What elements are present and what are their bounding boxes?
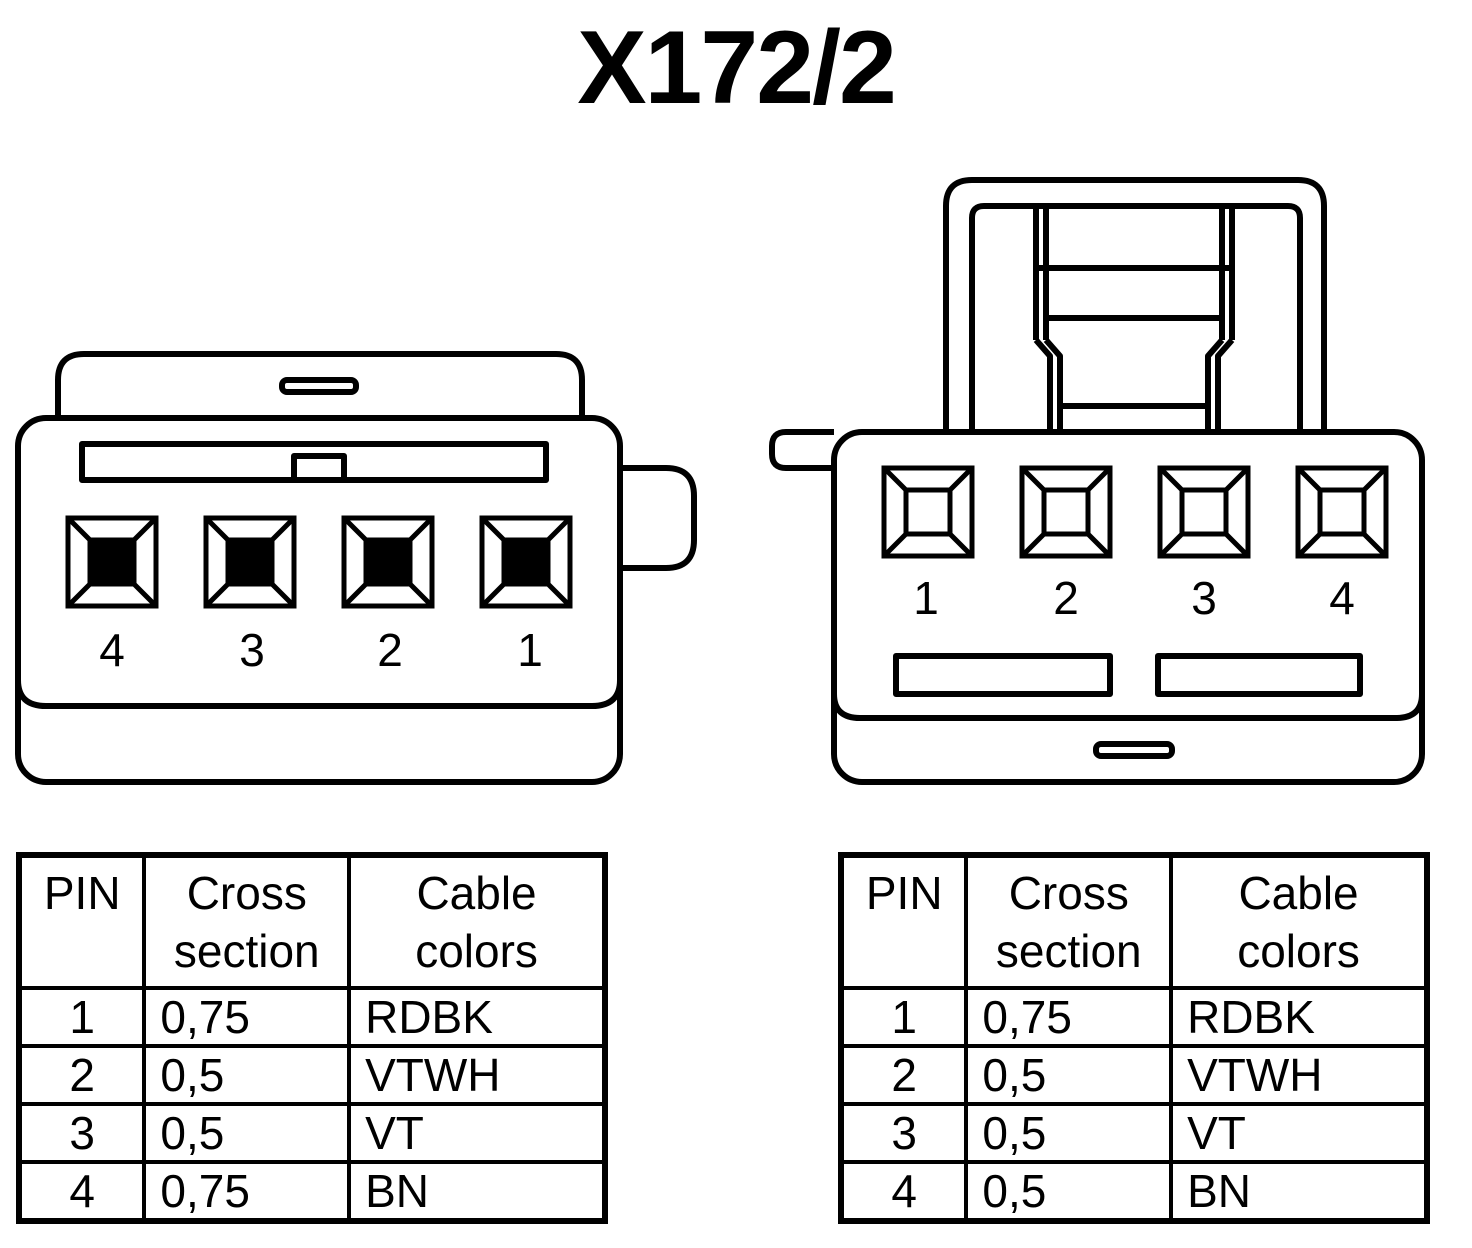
cell-cross-section: 0,75 — [142, 986, 352, 1048]
cell-pin: 4 — [838, 1160, 969, 1223]
table-row: 3 0,5 VT — [16, 1102, 607, 1164]
cell-pin: 2 — [838, 1044, 969, 1106]
right-pin-label: 1 — [913, 572, 939, 624]
cell-cable-color: VTWH — [347, 1044, 607, 1106]
right-body-inner — [831, 693, 1425, 721]
cell-cable-color: RDBK — [1169, 986, 1429, 1048]
right-pin-label: 3 — [1191, 572, 1217, 624]
table-row: 1 0,75 RDBK — [838, 986, 1429, 1048]
right-contact-4 — [1295, 465, 1389, 559]
cell-pin: 1 — [16, 986, 147, 1048]
left-body-inner — [15, 679, 623, 709]
left-body-outer — [15, 415, 623, 785]
right-latch-frame-outer — [943, 177, 1327, 432]
cell-cross-section: 0,5 — [142, 1044, 352, 1106]
table-row: 4 0,75 BN — [16, 1160, 607, 1223]
table-row: 1 0,75 RDBK — [16, 986, 607, 1048]
table-row: 2 0,5 VTWH — [838, 1044, 1429, 1106]
right-coding-slot-b — [1155, 653, 1363, 697]
left-latch-slot — [279, 377, 359, 395]
left-contact-3 — [341, 515, 435, 609]
right-coding-slot-a — [893, 653, 1113, 697]
left-coding-bar — [79, 441, 549, 483]
right-side-peg — [769, 429, 834, 471]
cell-cable-color: BN — [347, 1160, 607, 1223]
cell-cross-section: 0,75 — [142, 1160, 352, 1223]
right-body-outer — [831, 429, 1425, 785]
left-contact-4 — [479, 515, 573, 609]
table-row: 2 0,5 VTWH — [16, 1044, 607, 1106]
cell-pin: 3 — [838, 1102, 969, 1164]
cell-pin: 3 — [16, 1102, 147, 1164]
cell-pin: 4 — [16, 1160, 147, 1223]
cell-cable-color: RDBK — [347, 986, 607, 1048]
right-pin-label: 2 — [1053, 572, 1079, 624]
page-title: X172/2 — [577, 10, 897, 126]
left-side-tab — [620, 465, 697, 571]
left-pin-label: 3 — [239, 624, 265, 676]
left-contact-1 — [65, 515, 159, 609]
right-contact-3 — [1157, 465, 1251, 559]
cell-pin: 2 — [16, 1044, 147, 1106]
right-pin-label: 4 — [1329, 572, 1355, 624]
cell-cable-color: VT — [347, 1102, 607, 1164]
header-pin: PIN — [16, 853, 147, 990]
right-contact-2 — [1019, 465, 1113, 559]
cell-cable-color: VTWH — [1169, 1044, 1429, 1106]
right-latch-frame-inner — [969, 203, 1303, 432]
left-pin-label: 4 — [99, 624, 125, 676]
cell-cross-section: 0,5 — [142, 1102, 352, 1164]
cell-cross-section: 0,75 — [964, 986, 1174, 1048]
left-contact-2 — [203, 515, 297, 609]
cell-cross-section: 0,5 — [964, 1160, 1174, 1223]
cell-cross-section: 0,5 — [964, 1044, 1174, 1106]
right-latch-slot — [1093, 741, 1175, 759]
cell-cable-color: VT — [1169, 1102, 1429, 1164]
left-coding-key — [291, 453, 347, 483]
left-pin-label: 2 — [377, 624, 403, 676]
table-row: 3 0,5 VT — [838, 1102, 1429, 1164]
left-top-latch — [55, 351, 585, 418]
table-row: 4 0,5 BN — [838, 1160, 1429, 1223]
cell-cable-color: BN — [1169, 1160, 1429, 1223]
header-pin: PIN — [838, 853, 969, 990]
left-pin-label: 1 — [517, 624, 543, 676]
cell-cross-section: 0,5 — [964, 1102, 1174, 1164]
right-contact-1 — [881, 465, 975, 559]
cell-pin: 1 — [838, 986, 969, 1048]
